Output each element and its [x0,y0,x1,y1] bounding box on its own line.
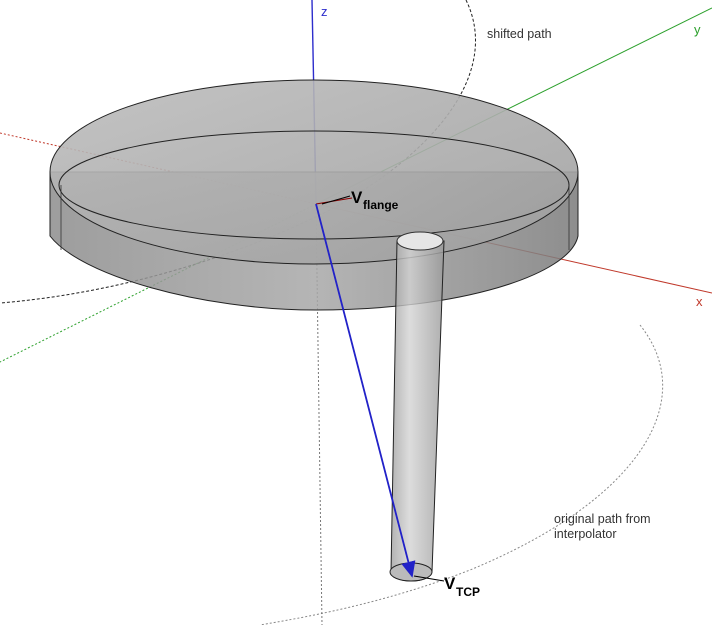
flange-label-leader [321,195,351,205]
svg-text:V: V [351,188,363,207]
flange-disk [49,79,579,311]
svg-text:flange: flange [363,198,399,212]
v-flange-label: V flange [351,188,399,212]
y-axis-label: y [694,22,701,37]
original-path-curve [259,324,664,625]
svg-text:TCP: TCP [456,585,480,599]
x-axis-label: x [696,294,703,309]
tool-cylinder [389,231,445,582]
z-axis-label: z [321,4,328,19]
original-path-label-line1: original path from [554,512,651,526]
v-tcp-label: V TCP [444,574,480,599]
tcp-vector-arrow [315,203,416,578]
original-path-label-line2: interpolator [554,527,617,541]
shifted-path-label: shifted path [487,27,552,41]
svg-text:V: V [444,574,456,593]
tcp-label-leader [413,575,445,582]
